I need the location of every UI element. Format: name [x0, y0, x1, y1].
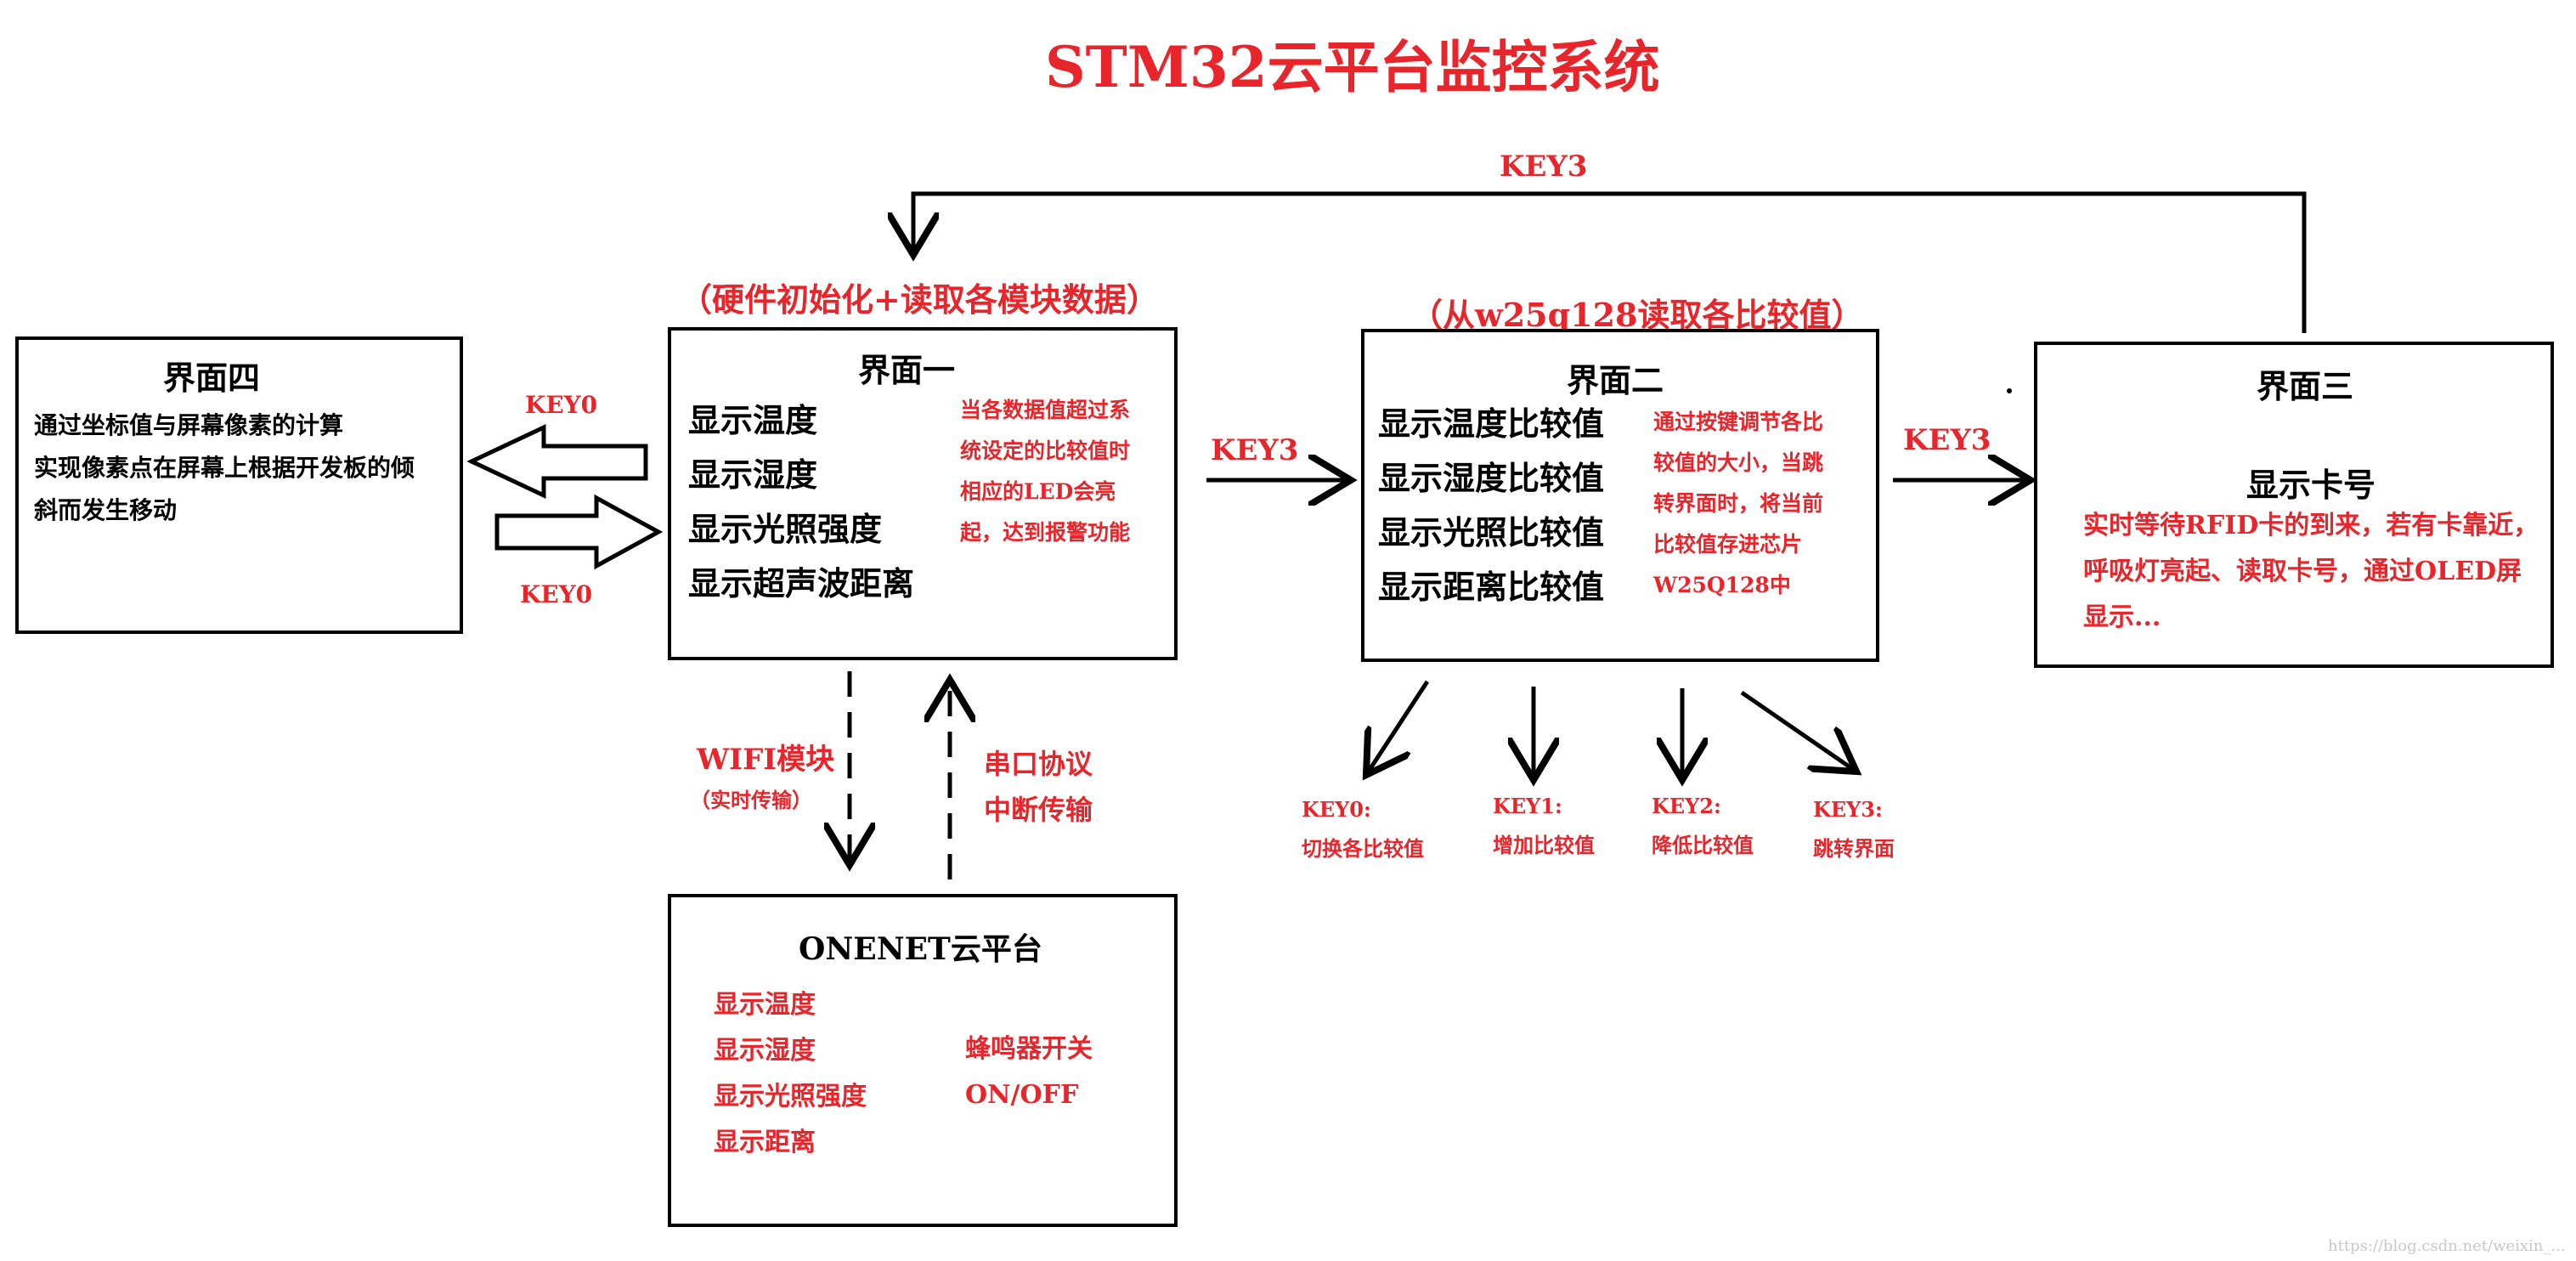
onenet-item: 显示光照强度 — [714, 1082, 867, 1111]
loop-key-label: KEY3 — [1500, 150, 1588, 184]
screen2-item: 显示湿度比较值 — [1378, 459, 1605, 497]
key2-name: KEY2: — [1652, 794, 1721, 818]
screen3-note: 实时等待RFID卡的到来，若有卡靠近， 呼吸灯亮起、读取卡号，通过OLED屏 显… — [2083, 503, 2539, 641]
buzzer-switch-label: 蜂鸣器开关 — [965, 1034, 1093, 1064]
onenet-item: 显示温度 — [714, 990, 816, 1020]
screen4-key-bottom: KEY0 — [520, 580, 593, 608]
screen1-items: 显示温度 显示湿度 显示光照强度 显示超声波距离 — [688, 393, 914, 611]
screen1-note: 当各数据值超过系 统设定的比较值时 相应的LED会亮 起，达到报警功能 — [960, 390, 1130, 553]
watermark: https://blog.csdn.net/weixin_... — [2328, 1237, 2566, 1255]
screen2-item: 显示距离比较值 — [1378, 568, 1605, 606]
onenet-switch: 蜂鸣器开关 ON/OFF — [965, 1026, 1093, 1118]
key2-text: 降低比较值 — [1652, 833, 1754, 857]
screen4-line: 通过坐标值与屏幕像素的计算 — [34, 411, 344, 439]
wifi-label: WIFI模块 — [697, 743, 835, 777]
screen3-note-line: 呼吸灯亮起、读取卡号，通过OLED屏 — [2083, 557, 2522, 586]
screen3-note-line: 显示... — [2083, 602, 2161, 632]
onenet-items: 显示温度 显示湿度 显示光照强度 显示距离 — [714, 982, 867, 1166]
screen1-caption: （硬件初始化+读取各模块数据） — [680, 280, 1159, 319]
link23-key-label: KEY3 — [1903, 423, 1991, 457]
screen4-key-top: KEY0 — [525, 391, 598, 419]
link12-key-label: KEY3 — [1211, 433, 1299, 467]
onenet-item: 显示距离 — [714, 1128, 816, 1157]
hollow-arrow-right — [494, 494, 664, 570]
screen3-note-line: 实时等待RFID卡的到来，若有卡靠近， — [2083, 511, 2539, 540]
screen1-item: 显示光照强度 — [688, 510, 883, 548]
wifi-sub-label: （实时传输） — [690, 788, 812, 812]
serial-label-2: 中断传输 — [984, 794, 1093, 826]
loop-connector — [913, 191, 2307, 333]
key2-desc: KEY2: 降低比较值 — [1652, 787, 1754, 865]
onenet-title: ONENET云平台 — [799, 931, 1042, 967]
serial-labels: 串口协议 中断传输 — [984, 741, 1093, 833]
screen2-note-line: 较值的大小，当跳 — [1653, 450, 1824, 475]
onenet-item: 显示湿度 — [714, 1036, 816, 1066]
arrow-key3 — [1740, 690, 1856, 772]
key1-text: 增加比较值 — [1493, 833, 1595, 857]
serial-label-1: 串口协议 — [984, 748, 1093, 780]
screen2-note-line: 比较值存进芯片 — [1653, 532, 1803, 557]
key0-name: KEY0: — [1302, 797, 1371, 822]
screen1-note-line: 起，达到报警功能 — [960, 520, 1131, 545]
arrow-key0 — [1366, 680, 1430, 775]
key3-desc: KEY3: 跳转界面 — [1813, 790, 1895, 868]
screen2-note: 通过按键调节各比 较值的大小，当跳 转界面时，将当前 比较值存进芯片 W25Q1… — [1653, 402, 1823, 606]
screen4-box: 界面四 通过坐标值与屏幕像素的计算 实现像素点在屏幕上根据开发板的倾 斜而发生移… — [15, 336, 463, 634]
key3-name: KEY3: — [1813, 797, 1883, 822]
screen3-subtitle: 显示卡号 — [2246, 466, 2376, 504]
screen1-item: 显示超声波距离 — [688, 564, 915, 602]
hollow-arrow-left — [466, 424, 648, 499]
screen2-note-line: W25Q128中 — [1653, 573, 1791, 597]
screen3-title: 界面三 — [2257, 367, 2354, 405]
key3-text: 跳转界面 — [1813, 836, 1895, 861]
screen4-description: 通过坐标值与屏幕像素的计算 实现像素点在屏幕上根据开发板的倾 斜而发生移动 — [34, 404, 415, 532]
screen2-caption: （从w25q128读取各比较值） — [1410, 296, 1864, 334]
screen4-line: 实现像素点在屏幕上根据开发板的倾 — [34, 454, 415, 482]
key0-desc: KEY0: 切换各比较值 — [1302, 790, 1424, 868]
screen4-line: 斜而发生移动 — [34, 496, 178, 524]
buzzer-switch-value: ON/OFF — [965, 1080, 1079, 1110]
screen1-note-line: 当各数据值超过系 — [960, 398, 1131, 422]
screen2-note-line: 转界面时，将当前 — [1653, 491, 1824, 516]
screen1-note-line: 相应的LED会亮 — [960, 479, 1116, 504]
screen2-item: 显示温度比较值 — [1378, 404, 1605, 443]
screen2-item: 显示光照比较值 — [1378, 513, 1605, 551]
screen1-title: 界面一 — [858, 351, 956, 389]
screen1-item: 显示温度 — [688, 401, 818, 439]
key0-text: 切换各比较值 — [1302, 836, 1424, 861]
screen4-title: 界面四 — [163, 359, 261, 397]
key1-desc: KEY1: 增加比较值 — [1493, 787, 1595, 865]
screen2-note-line: 通过按键调节各比 — [1653, 410, 1824, 434]
diagram-title: STM32云平台监控系统 — [1045, 34, 1660, 100]
screen3-box: 界面三 显示卡号 实时等待RFID卡的到来，若有卡靠近， 呼吸灯亮起、读取卡号，… — [2034, 342, 2554, 668]
screen1-box: 界面一 显示温度 显示湿度 显示光照强度 显示超声波距离 当各数据值超过系 统设… — [668, 327, 1178, 660]
stray-dot — [2007, 388, 2012, 393]
screen1-item: 显示湿度 — [688, 455, 818, 494]
screen1-note-line: 统设定的比较值时 — [960, 438, 1131, 463]
onenet-box: ONENET云平台 显示温度 显示湿度 显示光照强度 显示距离 蜂鸣器开关 ON… — [668, 894, 1178, 1227]
screen2-title: 界面二 — [1567, 361, 1664, 399]
key1-name: KEY1: — [1493, 794, 1562, 818]
screen2-box: 界面二 显示温度比较值 显示湿度比较值 显示光照比较值 显示距离比较值 通过按键… — [1361, 329, 1879, 662]
screen2-items: 显示温度比较值 显示湿度比较值 显示光照比较值 显示距离比较值 — [1378, 397, 1604, 614]
